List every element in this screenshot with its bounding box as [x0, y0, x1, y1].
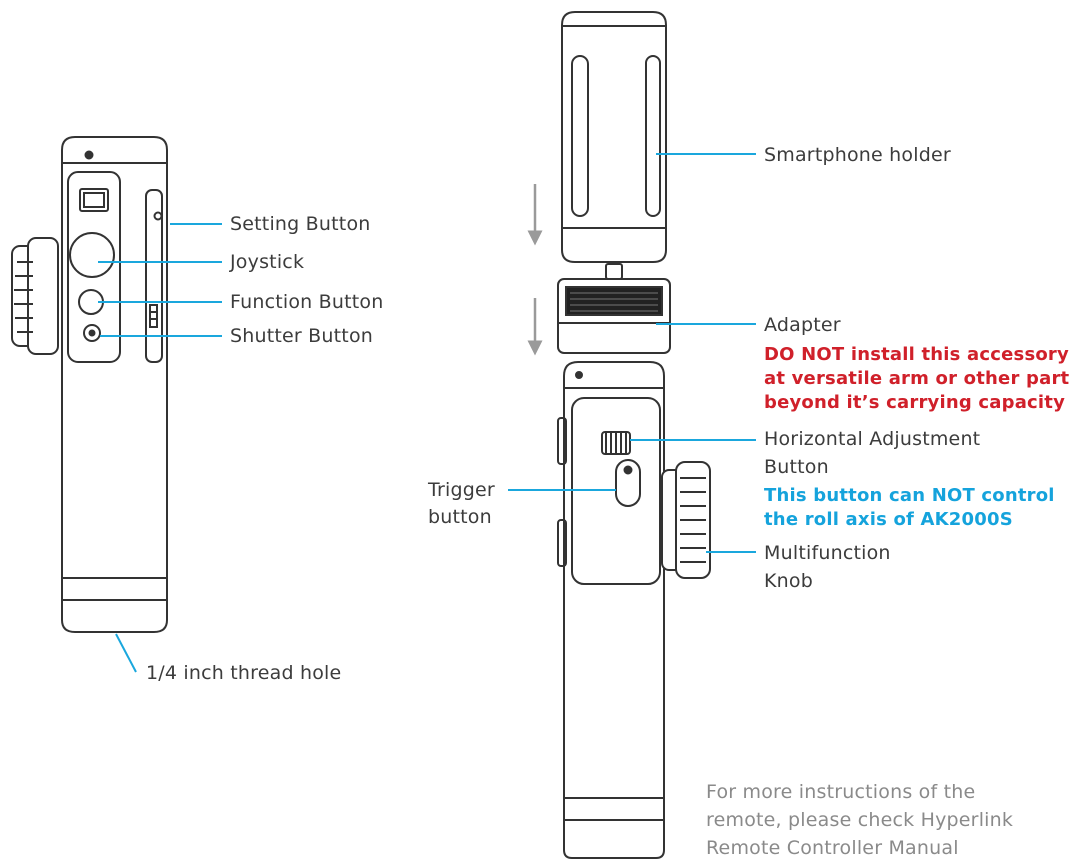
holder-leader-lines: [508, 153, 756, 553]
horizontal-adjustment-label-line-2: Button: [764, 456, 829, 478]
function-button-label: Function Button: [230, 291, 384, 313]
remote-leader-lines: [98, 223, 222, 673]
adapter-warning-line-2: at versatile arm or other part: [764, 368, 1070, 389]
footer-note-line-2: remote, please check Hyperlink: [706, 809, 1014, 831]
remote-knob: [11, 237, 59, 355]
adapter-warning-line-3: beyond it’s carrying capacity: [764, 392, 1066, 413]
thread-hole-label: 1/4 inch thread hole: [146, 662, 342, 684]
footer-note-line-3: Remote Controller Manual: [706, 837, 959, 859]
adapter-label: Adapter: [764, 314, 841, 336]
trigger-label-line-1: Trigger: [428, 479, 495, 501]
footer-note-line-1: For more instructions of the: [706, 781, 976, 803]
smartphone-holder: [561, 11, 667, 263]
multifunction-knob-label-line-1: Multifunction: [764, 542, 891, 564]
adapter-warning-line-1: DO NOT install this accessory: [764, 344, 1069, 365]
multifunction-knob-label-line-2: Knob: [764, 570, 813, 592]
adapter: [557, 263, 671, 354]
shutter-button-label: Shutter Button: [230, 325, 374, 347]
horizontal-note-line-1: This button can NOT control: [764, 485, 1055, 506]
smartphone-holder-label: Smartphone holder: [764, 144, 951, 166]
setting-button-label: Setting Button: [230, 213, 371, 235]
handle: [557, 361, 711, 859]
remote-controller: [11, 136, 168, 633]
trigger-label-line-2: button: [428, 506, 492, 528]
adapter-texture: [570, 292, 658, 312]
horizontal-adjustment-label-line-1: Horizontal Adjustment: [764, 428, 981, 450]
horizontal-note-line-2: the roll axis of AK2000S: [764, 509, 1013, 530]
joystick-label: Joystick: [230, 251, 305, 273]
